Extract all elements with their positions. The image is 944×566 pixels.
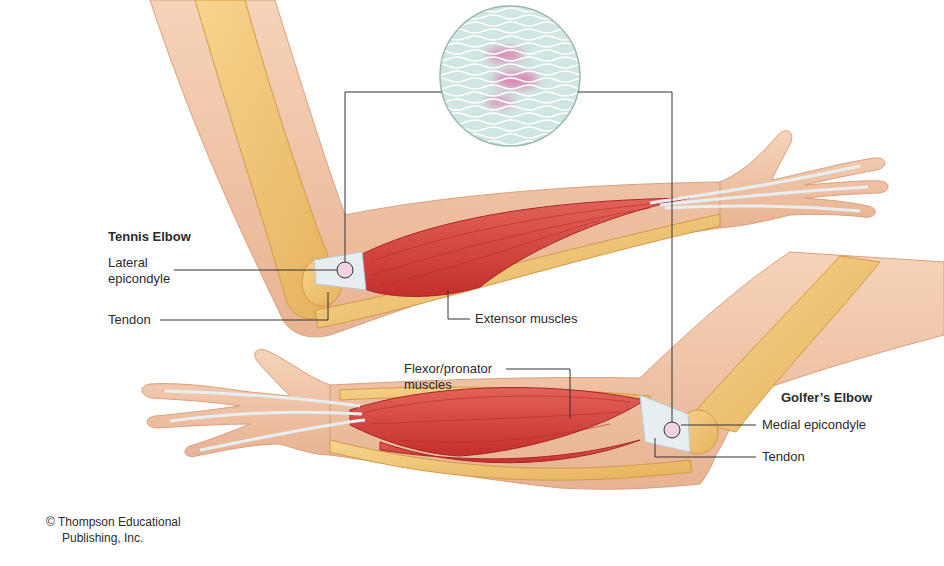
hand	[720, 131, 888, 228]
fibre	[430, 92, 610, 96]
injury-marker	[337, 262, 353, 278]
part-label: Tendon	[762, 449, 805, 465]
fibre	[430, 71, 610, 75]
inset-leader	[345, 92, 442, 262]
muscle-fibres	[365, 396, 630, 442]
hand	[142, 350, 330, 457]
inset-ground	[440, 6, 580, 146]
fibre	[430, 64, 610, 68]
fibre	[430, 85, 610, 89]
inset-border	[440, 6, 580, 146]
leader-line	[506, 369, 570, 418]
fibre	[430, 57, 610, 61]
fibre	[430, 36, 610, 40]
part-label: Flexor/pronator muscles	[404, 361, 504, 393]
fibre	[430, 8, 610, 12]
humerus-bone	[688, 256, 880, 432]
part-label: Extensor muscles	[475, 311, 578, 327]
part-label: Tendon	[108, 312, 151, 328]
distal-tendons	[165, 391, 365, 450]
fibre	[430, 50, 610, 54]
leader-line	[174, 270, 337, 271]
fibre	[430, 43, 610, 47]
arm-skin	[330, 252, 944, 489]
fibre	[430, 78, 610, 82]
part-label: Medial epicondyle	[762, 417, 866, 433]
fibre	[430, 106, 610, 110]
inset-leader	[578, 92, 672, 422]
copyright-note: © Thompson Educational Publishing, Inc.	[46, 514, 222, 546]
leader-lines	[160, 92, 756, 457]
flexor-muscle	[350, 388, 645, 456]
distal-tendons	[650, 166, 868, 211]
fibre-lines	[430, 8, 610, 145]
section-title: Golfer’s Elbow	[781, 390, 872, 406]
part-label: Lateral epicondyle	[108, 255, 184, 287]
muscle-fibres	[370, 202, 670, 285]
tendon-fibres	[430, 8, 610, 145]
fibre	[430, 127, 610, 131]
fibre	[430, 99, 610, 103]
leader-line	[681, 425, 756, 426]
fibre	[430, 22, 610, 26]
fibre	[430, 134, 610, 138]
arm-skin	[150, 0, 720, 337]
flexor-muscle	[380, 440, 640, 463]
injury-marker	[664, 422, 680, 438]
extensor-muscle	[358, 198, 690, 296]
section-title: Tennis Elbow	[108, 229, 191, 245]
leader-line	[448, 290, 470, 319]
fibre	[430, 15, 610, 19]
common-flexor-tendon	[640, 395, 690, 452]
fibre	[430, 113, 610, 117]
leader-line	[655, 438, 756, 457]
common-extensor-tendon	[314, 252, 366, 290]
fibre	[430, 141, 610, 145]
leader-line	[160, 292, 328, 320]
